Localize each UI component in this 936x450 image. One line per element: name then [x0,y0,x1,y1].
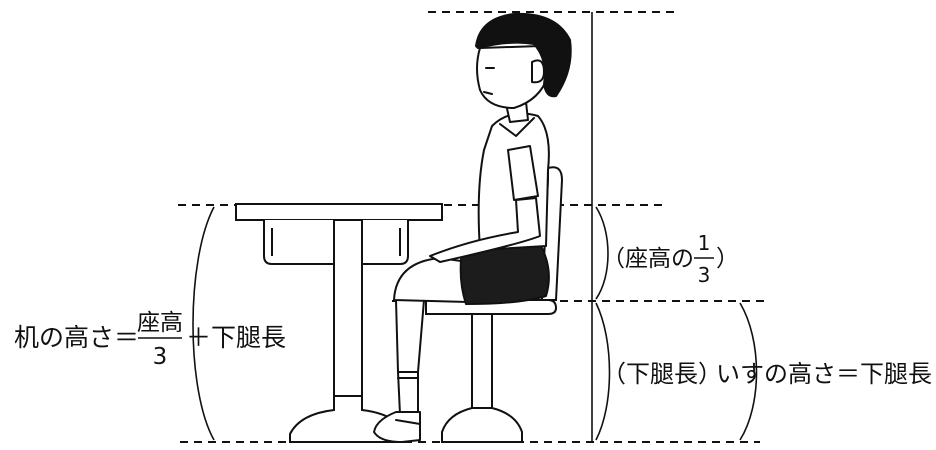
student-shoe [373,411,421,443]
lower-leg-bracket [595,302,611,441]
student-thigh [393,257,469,303]
student-arm [429,197,541,263]
student-hair [475,12,572,98]
student-mouth [483,91,493,95]
upper-note-open: （座高の [602,246,694,272]
desk-height-bracket [192,206,215,441]
student-lower-leg [395,299,425,373]
shirt-collar [499,117,535,137]
student-shorts [459,243,550,305]
student-face [476,45,549,109]
desk-height-frac-num: 座高 [137,310,183,336]
upper-note: （座高の 1 3 ） [602,231,739,287]
student [373,12,572,443]
desk-top [235,203,443,221]
desk-leg [333,219,363,397]
brackets [192,206,758,441]
chair-post [471,313,493,411]
lower-leg-label: （下腿長） [602,360,722,388]
desk-height-prefix: 机の高さ＝ [14,323,139,352]
desk [235,203,443,443]
shoe-strap [395,419,421,425]
chair-height-label: いすの高さ＝下腿長 [716,360,932,388]
upper-note-frac-den: 3 [698,263,711,287]
upper-note-close: ） [716,246,739,272]
upper-third-bracket [595,206,609,300]
chair-seat [425,299,558,315]
chair-height-bracket [739,302,758,441]
student-ear [531,59,545,84]
desk-height-suffix: ＋下腿長 [186,323,286,352]
chair-base [441,407,523,443]
desk-height-frac-den: 3 [153,344,168,370]
upper-note-frac-num: 1 [698,231,711,255]
student-sleeve [507,145,539,201]
desk-height-formula: 机の高さ＝ 座高 3 ＋下腿長 [14,310,286,370]
